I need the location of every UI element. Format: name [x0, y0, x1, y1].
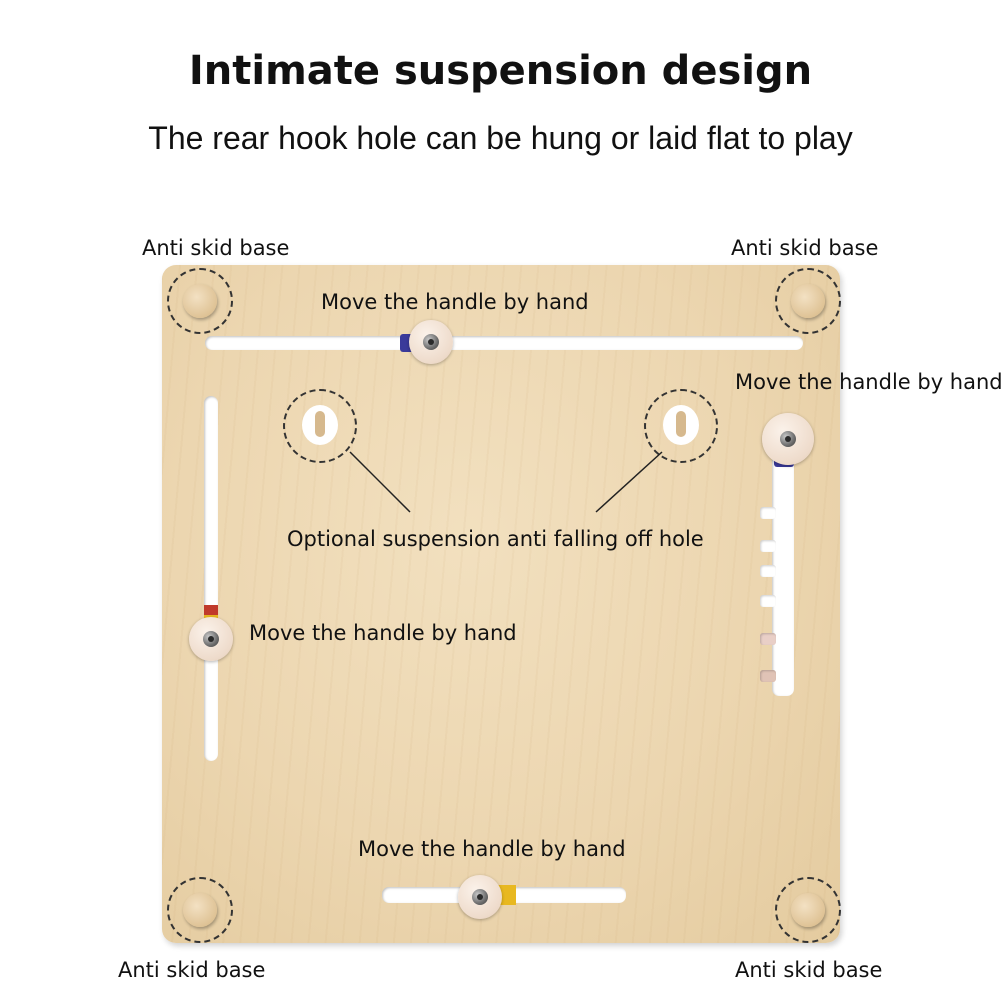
right-handle-screw-icon — [780, 431, 796, 447]
bottom-handle[interactable] — [458, 875, 502, 919]
bottom-slot-yellow-marker — [498, 885, 516, 905]
anti-skid-base-bottom-left — [167, 877, 233, 943]
left-slot — [204, 396, 218, 761]
right-slot-notch — [760, 507, 776, 519]
anti-skid-base-top-left — [167, 268, 233, 334]
label-anti-skid-bottom-left: Anti skid base — [118, 958, 266, 982]
page-subtitle: The rear hook hole can be hung or laid f… — [148, 120, 853, 156]
pointer-line-right — [595, 451, 663, 513]
anti-skid-base-top-right — [775, 268, 841, 334]
left-handle-screw-icon — [203, 631, 219, 647]
hook-hole-left — [283, 389, 357, 463]
label-handle-top: Move the handle by hand — [321, 290, 589, 314]
left-slot-red-marker — [204, 605, 218, 615]
wooden-board — [162, 265, 841, 943]
label-anti-skid-top-left: Anti skid base — [142, 236, 290, 260]
bottom-handle-screw-icon — [472, 889, 488, 905]
label-suspension-hole: Optional suspension anti falling off hol… — [287, 527, 704, 551]
label-handle-bottom: Move the handle by hand — [358, 837, 626, 861]
label-anti-skid-bottom-right: Anti skid base — [735, 958, 883, 982]
right-handle[interactable] — [762, 413, 814, 465]
label-handle-left: Move the handle by hand — [249, 621, 517, 645]
right-slot-notch — [760, 670, 776, 682]
hook-hole-right — [644, 389, 718, 463]
keyhole-icon — [676, 411, 686, 437]
pointer-line-left — [349, 451, 411, 513]
anti-skid-peg-icon — [183, 893, 217, 927]
label-anti-skid-top-right: Anti skid base — [731, 236, 879, 260]
left-handle[interactable] — [189, 617, 233, 661]
top-handle-screw-icon — [423, 334, 439, 350]
top-slot — [205, 336, 803, 350]
right-slot-notch — [760, 633, 776, 645]
right-slot-notch — [760, 540, 776, 552]
anti-skid-base-bottom-right — [775, 877, 841, 943]
anti-skid-peg-icon — [183, 284, 217, 318]
keyhole-icon — [315, 411, 325, 437]
label-handle-right: Move the handle by hand — [735, 370, 1001, 394]
right-slot-notch — [760, 565, 776, 577]
right-slot-notch — [760, 595, 776, 607]
page-title: Intimate suspension design — [188, 48, 813, 94]
right-slot — [772, 453, 794, 696]
top-handle[interactable] — [409, 320, 453, 364]
anti-skid-peg-icon — [791, 284, 825, 318]
anti-skid-peg-icon — [791, 893, 825, 927]
